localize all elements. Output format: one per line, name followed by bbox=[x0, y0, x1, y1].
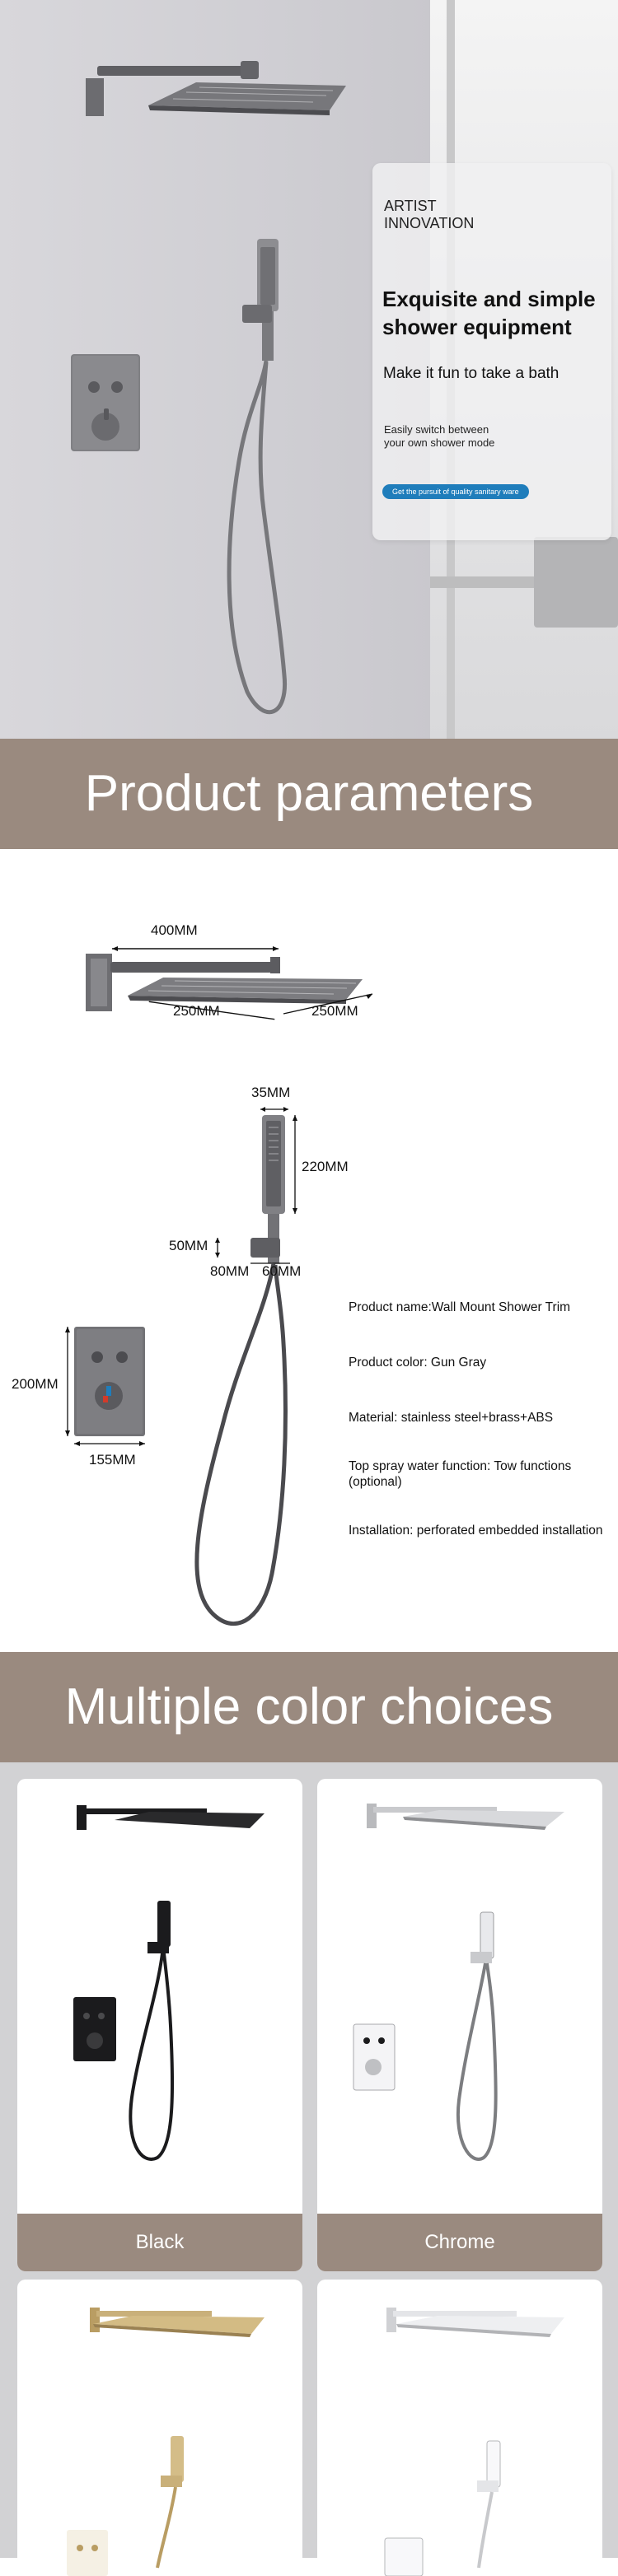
section-header-colors: Multiple color choices bbox=[0, 1652, 618, 1762]
brand-line-1: ARTIST bbox=[384, 198, 437, 214]
color-label-black: Black bbox=[17, 2214, 302, 2271]
spec-product-name: Product name:Wall Mount Shower Trim bbox=[349, 1300, 571, 1314]
section-title-colors: Multiple color choices bbox=[64, 1678, 554, 1735]
parameters-section: 400MM 250MM 250MM 35MM 220MM 50MM 80MM 6… bbox=[0, 849, 618, 1652]
dim-holder-height: 50MM bbox=[169, 1238, 208, 1253]
hero-banner: ARTIST INNOVATION Exquisite and simple s… bbox=[0, 0, 618, 739]
quality-button[interactable]: Get the pursuit of quality sanitary ware bbox=[382, 484, 529, 499]
note-line-1: Easily switch between bbox=[384, 423, 489, 436]
hero-info-card: ARTIST INNOVATION Exquisite and simple s… bbox=[372, 163, 611, 540]
section-title-parameters: Product parameters bbox=[84, 765, 534, 822]
spec-material: Material: stainless steel+brass+ABS bbox=[349, 1411, 554, 1425]
dimension-diagram bbox=[65, 946, 373, 1626]
color-option-black[interactable]: Black bbox=[17, 1779, 302, 2271]
black-product-image bbox=[73, 1805, 265, 2161]
dim-holder-w1: 80MM bbox=[210, 1263, 250, 1279]
spec-product-color: Product color: Gun Gray bbox=[349, 1356, 487, 1370]
hero-note: Easily switch between your own shower mo… bbox=[384, 423, 494, 450]
color-label-chrome: Chrome bbox=[317, 2214, 602, 2271]
headline-line-1: Exquisite and simple bbox=[382, 287, 596, 311]
headline-line-2: shower equipment bbox=[382, 315, 572, 339]
dim-valve-height: 200MM bbox=[12, 1376, 59, 1392]
dim-arm-length: 400MM bbox=[151, 922, 198, 938]
dim-handle-length: 220MM bbox=[302, 1159, 349, 1174]
color-option-white[interactable] bbox=[317, 2280, 602, 2576]
note-line-2: your own shower mode bbox=[384, 436, 495, 449]
color-grid: Black Chrome bbox=[0, 1762, 618, 2576]
hero-headline: Exquisite and simple shower equipment bbox=[382, 285, 618, 341]
dim-holder-w2: 60MM bbox=[262, 1263, 302, 1279]
dim-handle-width: 35MM bbox=[251, 1085, 291, 1100]
section-header-parameters: Product parameters bbox=[0, 739, 618, 849]
gold-product-image bbox=[67, 2308, 265, 2576]
spec-installation: Installation: perforated embedded instal… bbox=[349, 1524, 603, 1538]
dim-head-left: 250MM bbox=[173, 1003, 220, 1019]
dim-head-right: 250MM bbox=[311, 1003, 358, 1019]
color-option-chrome[interactable]: Chrome bbox=[317, 1779, 602, 2271]
chrome-product-image bbox=[353, 1804, 564, 2161]
white-product-image bbox=[384, 2308, 564, 2576]
hero-subheadline: Make it fun to take a bath bbox=[383, 365, 559, 382]
dim-valve-width: 155MM bbox=[89, 1452, 136, 1468]
color-option-gold[interactable] bbox=[17, 2280, 302, 2576]
hero-product-photo bbox=[71, 61, 346, 715]
brand-text: ARTIST INNOVATION bbox=[384, 198, 474, 232]
brand-line-2: INNOVATION bbox=[384, 215, 475, 231]
spec-spray-function: Top spray water function: Tow functions … bbox=[349, 1459, 572, 1489]
background-shelf bbox=[534, 537, 618, 628]
